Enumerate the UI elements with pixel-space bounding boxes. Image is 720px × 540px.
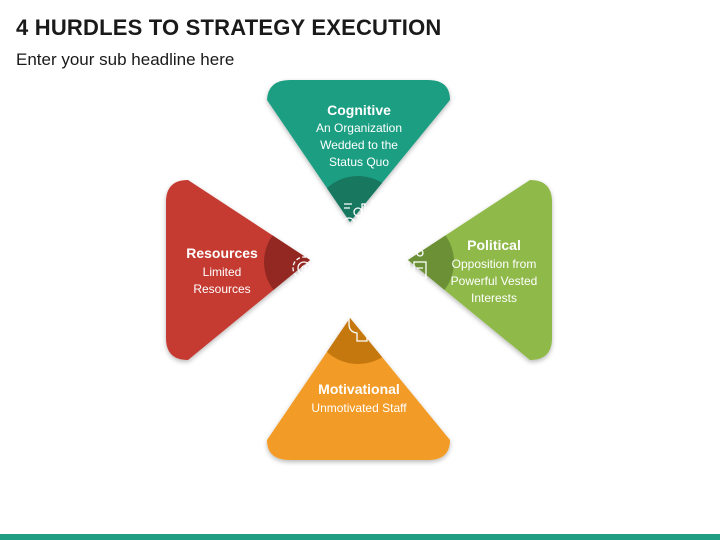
page-subtitle: Enter your sub headline here (16, 50, 235, 69)
petal-political-shape (408, 180, 552, 360)
petal-motivational-icon-circle (312, 318, 404, 364)
petal-cognitive-line-2: Wedded to the (320, 138, 398, 152)
petal-resources: Resources Limited Resources (166, 180, 318, 360)
petal-cognitive-shape (267, 80, 450, 222)
petal-political-line-2: Powerful Vested (451, 274, 538, 288)
petal-resources-title: Resources (186, 245, 258, 261)
petal-resources-shape (166, 180, 310, 360)
petal-cognitive: Cognitive An Organization Wedded to the … (267, 80, 450, 231)
petal-motivational-title: Motivational (318, 381, 400, 397)
petal-motivational-line-1: Unmotivated Staff (311, 401, 407, 415)
petal-motivational-shape (267, 318, 450, 460)
petal-political: Political Opposition from Powerful Veste… (396, 180, 552, 360)
petal-resources-line-1: Limited (203, 265, 242, 279)
petal-cognitive-line-1: An Organization (316, 121, 402, 135)
bottom-accent-bar (0, 534, 720, 540)
petal-cognitive-icon-circle (312, 176, 404, 222)
petal-political-line-1: Opposition from (452, 257, 537, 271)
page-title: 4 HURDLES TO STRATEGY EXECUTION (16, 15, 442, 40)
analytics-brain-icon (342, 200, 376, 231)
gear-target-icon (292, 254, 318, 280)
podium-speakers-icon (396, 249, 427, 279)
petal-resources-line-2: Resources (193, 282, 250, 296)
petal-cognitive-line-3: Status Quo (329, 155, 389, 169)
raised-fist-icon (346, 294, 371, 342)
petal-political-title: Political (467, 237, 521, 253)
petal-political-line-3: Interests (471, 291, 517, 305)
petal-motivational: Motivational Unmotivated Staff (267, 294, 450, 460)
petal-cognitive-title: Cognitive (327, 102, 391, 118)
